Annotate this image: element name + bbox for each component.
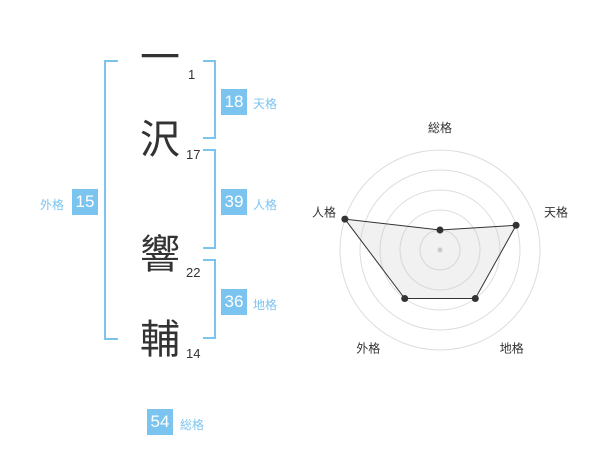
jinkaku-label: 人格 — [253, 198, 278, 212]
tenkaku-value: 18 — [221, 89, 247, 115]
name-char-3: 響 — [140, 232, 180, 278]
radar-data-point — [512, 221, 520, 229]
radar-grid-ring — [399, 209, 481, 291]
radar-grid-ring — [379, 189, 501, 311]
jinkaku-value: 39 — [221, 189, 247, 215]
radar-data-point — [401, 295, 409, 303]
jinkaku-bracket — [203, 149, 216, 249]
name-char-4: 輔 — [140, 317, 180, 363]
radar-grid-ring — [339, 149, 541, 351]
stroke-count-2: 17 — [186, 147, 201, 162]
radar-axis-label: 天格 — [544, 204, 568, 219]
chikaku-value: 36 — [221, 289, 247, 315]
radar-axis-label: 外格 — [356, 341, 380, 356]
radar-data-area — [343, 218, 517, 299]
radar-center-dot — [437, 247, 443, 253]
tenkaku-bracket — [203, 60, 216, 139]
radar-data-point — [471, 295, 479, 303]
soukaku-label: 総格 — [180, 418, 205, 432]
stroke-count-4: 14 — [186, 346, 201, 361]
name-char-2: 沢 — [140, 117, 180, 163]
radar-grid-ring — [359, 169, 521, 331]
radar-data-point — [436, 226, 444, 234]
tenkaku-label: 天格 — [253, 97, 278, 111]
name-char-1: 一 — [140, 35, 180, 81]
soukaku-value: 54 — [147, 409, 173, 435]
radar-axis-label: 人格 — [312, 204, 336, 219]
stroke-count-1: 1 — [188, 67, 196, 82]
gaikaku-label: 外格 — [40, 198, 65, 212]
radar-data-point — [341, 215, 349, 223]
chikaku-label: 地格 — [253, 298, 278, 312]
radar-axis-label: 地格 — [500, 341, 524, 356]
radar-axis-label: 総格 — [428, 120, 452, 135]
chikaku-bracket — [203, 259, 216, 339]
gaikaku-value: 15 — [72, 189, 98, 215]
stroke-count-3: 22 — [186, 265, 201, 280]
gaikaku-bracket — [104, 60, 118, 340]
